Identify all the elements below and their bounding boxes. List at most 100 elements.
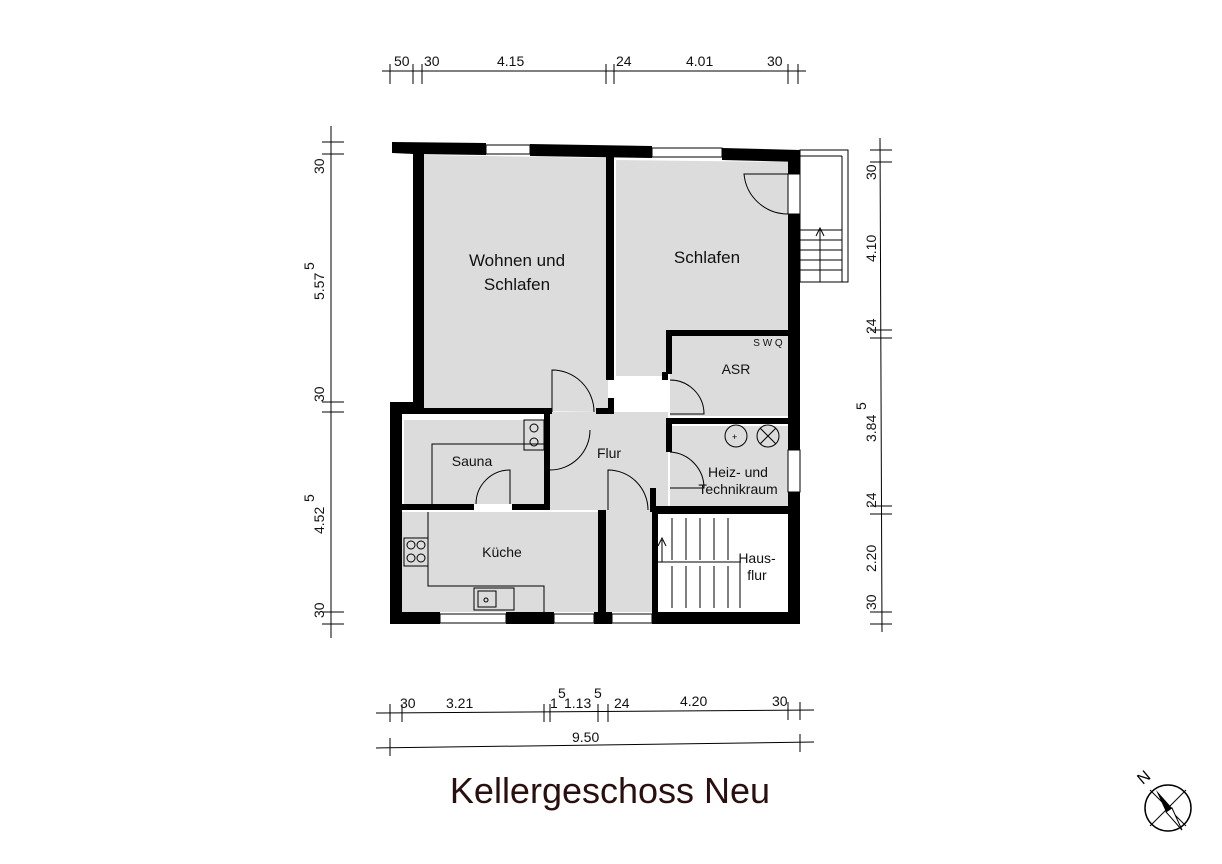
- wall-heiz-bottom: [656, 506, 790, 514]
- door-flur-sauna: [549, 429, 591, 471]
- label-kueche: Küche: [482, 544, 522, 560]
- kitchen-stove: [403, 537, 429, 567]
- boiler-circle: [724, 424, 748, 448]
- door-stub: [662, 372, 668, 380]
- stove-burner-4: [416, 553, 426, 563]
- floor-areas: [400, 155, 788, 612]
- floor-sauna: [404, 420, 550, 504]
- window-top-1: [485, 144, 531, 155]
- dim-bottom-113: 1.13: [564, 695, 591, 711]
- wall-stair-left: [652, 512, 658, 614]
- dim-left-557: 5.57: [311, 273, 327, 300]
- door-sauna: [475, 469, 511, 505]
- compass-needle-light: [1165, 807, 1183, 831]
- sauna-bench: [431, 443, 544, 504]
- wall-bottom-3: [594, 612, 612, 624]
- kitchen-counter: [403, 512, 545, 612]
- kitchen-sink-basin: [477, 590, 497, 608]
- dim-bottom-1: 1: [550, 695, 558, 711]
- label-hausflur-2: flur: [747, 567, 767, 583]
- wall-heiz-left: [666, 418, 672, 452]
- wall-left-step: [390, 402, 424, 412]
- label-sauna: Sauna: [452, 453, 493, 469]
- door-schlafen-ext: [743, 173, 789, 215]
- exterior-stair: [799, 149, 849, 283]
- kitchen-sink: [473, 587, 515, 611]
- dim-bottom-113-sup: 5: [594, 685, 602, 701]
- wall-kueche-right: [598, 510, 606, 614]
- wall-asr-left: [666, 330, 672, 374]
- label-hausflur-1: Haus-: [738, 550, 776, 566]
- wall-asr-bottom: [666, 418, 790, 424]
- dim-left-30a: 30: [311, 158, 327, 174]
- door-flur-bottom: [607, 469, 649, 511]
- dim-top-401: 4.01: [686, 53, 713, 69]
- dim-left-557-sup: 5: [301, 262, 317, 270]
- dim-bottom-321: 3.21: [446, 695, 473, 711]
- wall-top-mid: [530, 144, 652, 158]
- sauna-bench-line: [431, 443, 544, 504]
- tank-x-2: [759, 427, 777, 445]
- dim-right-line: [879, 137, 883, 633]
- wall-right-a: [788, 150, 800, 174]
- label-wohnen-1: Wohnen und: [469, 251, 565, 270]
- ext-stair-outline: [799, 149, 849, 283]
- wall-divider: [606, 156, 614, 380]
- dim-left-30b: 30: [311, 386, 327, 402]
- door-right-ext: [787, 173, 801, 215]
- dim-right-30a: 30: [863, 164, 879, 180]
- label-flur: Flur: [597, 445, 621, 461]
- window-bottom-3: [611, 613, 653, 624]
- door-asr: [669, 379, 705, 415]
- interior-stair: [657, 518, 741, 608]
- compass-north-label: N: [1134, 768, 1154, 788]
- sauna-oven-box: [523, 419, 545, 451]
- label-heiz-2: Technikraum: [698, 481, 777, 497]
- window-bottom-1: [439, 613, 507, 624]
- window-bottom-2: [553, 613, 595, 624]
- stove-burner-2: [416, 540, 426, 550]
- window-top-2: [651, 147, 723, 158]
- wall-sauna-bottom-a: [402, 504, 474, 510]
- compass-ring: [1144, 784, 1192, 832]
- dim-right-410: 4.10: [863, 235, 879, 262]
- dim-top-415: 4.15: [497, 53, 524, 69]
- dim-bottom-1-sup: 5: [558, 685, 566, 701]
- door-heiz: [669, 451, 705, 489]
- wall-top-left: [392, 142, 486, 155]
- floor-flur: [550, 412, 668, 612]
- stove-burner-3: [406, 553, 416, 563]
- dim-top-30a: 30: [424, 53, 440, 69]
- dim-top-24: 24: [616, 53, 632, 69]
- dim-top-50: 50: [394, 53, 410, 69]
- wall-sauna-right: [544, 412, 550, 510]
- wall-wohnen-bottom-2: [596, 408, 614, 414]
- boiler-mark: +: [732, 432, 737, 442]
- label-schlafen: Schlafen: [674, 248, 740, 267]
- wall-wohnen-bottom: [402, 408, 552, 414]
- sauna-oven: [523, 419, 545, 451]
- dim-total-line: [375, 741, 815, 749]
- dim-bottom-24: 24: [614, 695, 630, 711]
- dim-right-24b: 24: [863, 492, 879, 508]
- dimension-lines: [322, 64, 892, 756]
- wall-left-lower: [390, 402, 402, 624]
- dim-right-30b: 30: [863, 594, 879, 610]
- label-asr-appliances: S W Q: [753, 338, 783, 349]
- dim-bottom-420: 4.20: [680, 693, 707, 709]
- dimension-texts: 50 30 4.15 24 4.01 30 30 3.21 1 5 1.13 5…: [301, 53, 879, 745]
- wall-bottom-1: [390, 612, 440, 624]
- sauna-oven-dot-1: [529, 423, 539, 433]
- floor-heiz: [670, 426, 788, 508]
- wall-right-c: [788, 492, 800, 624]
- ext-stair-arrow: [815, 226, 825, 237]
- plan-title: Kellergeschoss Neu: [449, 770, 771, 811]
- tank-circle: [756, 424, 780, 448]
- floor-schlafen: [616, 160, 788, 376]
- kitchen-sink-drain: [483, 597, 489, 603]
- doors: [475, 173, 789, 511]
- floor-wohnen: [424, 155, 608, 412]
- wall-divider-low: [608, 398, 614, 412]
- dim-top-30b: 30: [767, 53, 783, 69]
